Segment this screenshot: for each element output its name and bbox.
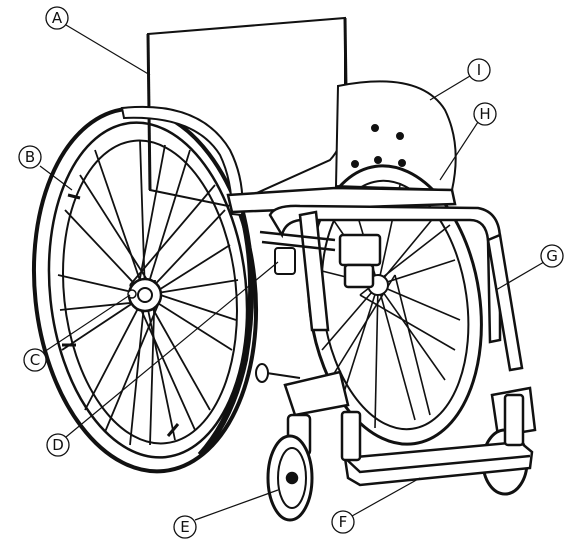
leader-b xyxy=(39,165,73,191)
axle-mount xyxy=(255,247,301,383)
callout-i-label: I xyxy=(477,61,481,79)
callout-e-label: E xyxy=(180,518,189,536)
callout-c: C xyxy=(23,348,47,372)
clothing-guard xyxy=(120,105,244,217)
leader-f xyxy=(351,477,421,517)
side-guard xyxy=(334,80,457,192)
leader-d xyxy=(65,261,279,438)
callout-f-label: F xyxy=(339,513,348,531)
rear-wheel-right xyxy=(307,164,483,446)
callouts: A B C D E F G H xyxy=(18,6,564,539)
callout-a: A xyxy=(45,6,69,30)
callout-d: D xyxy=(46,433,70,457)
callout-g-label: G xyxy=(546,247,558,265)
caster-left xyxy=(266,370,350,522)
callout-c-label: C xyxy=(30,351,40,369)
leader-e xyxy=(194,489,279,521)
callout-b-label: B xyxy=(25,148,35,166)
callout-g: G xyxy=(540,244,564,268)
leader-lines xyxy=(39,24,545,521)
leader-g xyxy=(495,261,545,291)
callout-e: E xyxy=(173,515,197,539)
leader-c xyxy=(43,294,131,353)
callout-f: F xyxy=(331,510,355,534)
leader-h xyxy=(439,121,479,181)
leader-i xyxy=(429,75,471,101)
callout-d-label: D xyxy=(52,436,64,454)
callout-h: H xyxy=(473,102,497,126)
footrest xyxy=(340,393,534,487)
leader-a xyxy=(65,24,151,76)
callout-h-label: H xyxy=(479,105,490,123)
callout-b: B xyxy=(18,145,42,169)
callout-a-label: A xyxy=(52,9,63,27)
callout-i: I xyxy=(467,58,491,82)
seat-frame xyxy=(226,186,524,372)
